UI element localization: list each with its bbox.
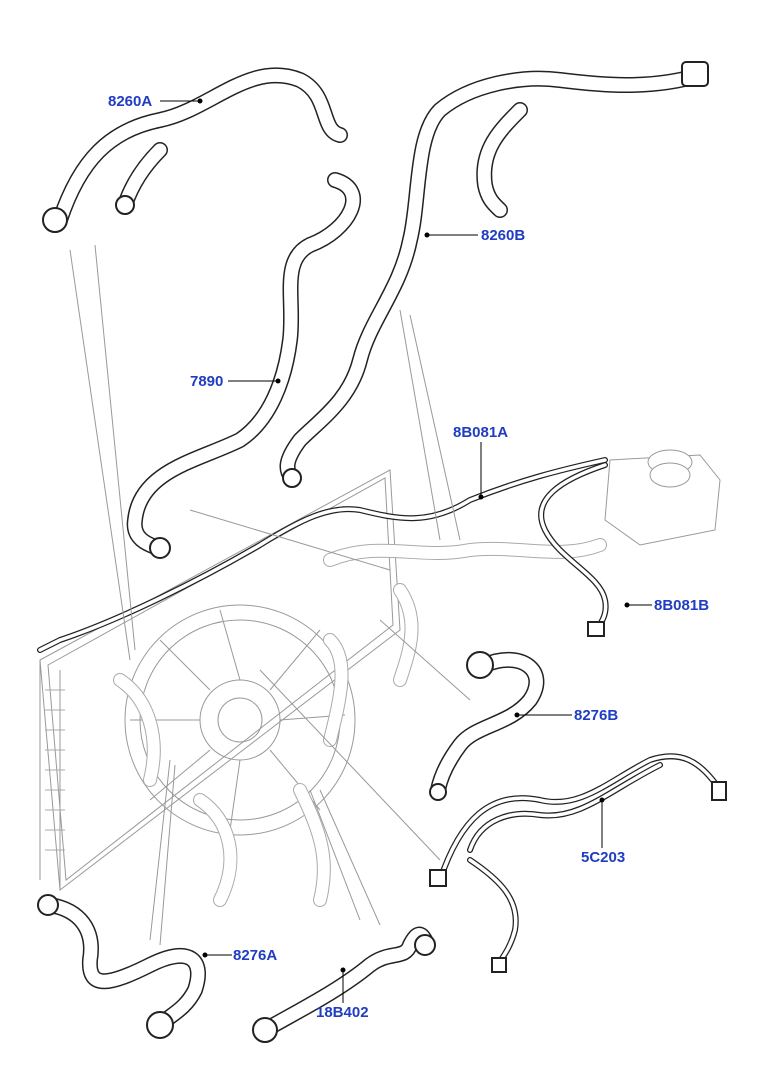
hose-8276A [37,894,206,1039]
label-8276A: 8276A [233,947,278,964]
label-8276B: 8276B [574,707,619,724]
reference-lines [69,244,471,946]
label-5C203: 5C203 [581,849,626,866]
expansion-tank [604,449,721,546]
label-8B081B: 8B081B [654,597,710,614]
pipe-bundle-5C203 [429,753,727,973]
hose-8276B [429,651,545,801]
hose-8260A [42,67,348,233]
hose-8260B [279,61,709,488]
leader-lines [160,98,652,1003]
label-8260B: 8260B [481,227,526,244]
hose-7890 [126,172,361,559]
label-7890: 7890 [190,373,224,390]
label-18B402: 18B402 [316,1004,369,1021]
label-8260A: 8260A [108,93,153,110]
hose-18B402 [252,926,436,1043]
radiator-assembly [39,469,607,907]
label-8B081A: 8B081A [453,424,509,441]
pipe-8B081B [538,462,609,637]
pipe-8B081A [37,457,608,653]
